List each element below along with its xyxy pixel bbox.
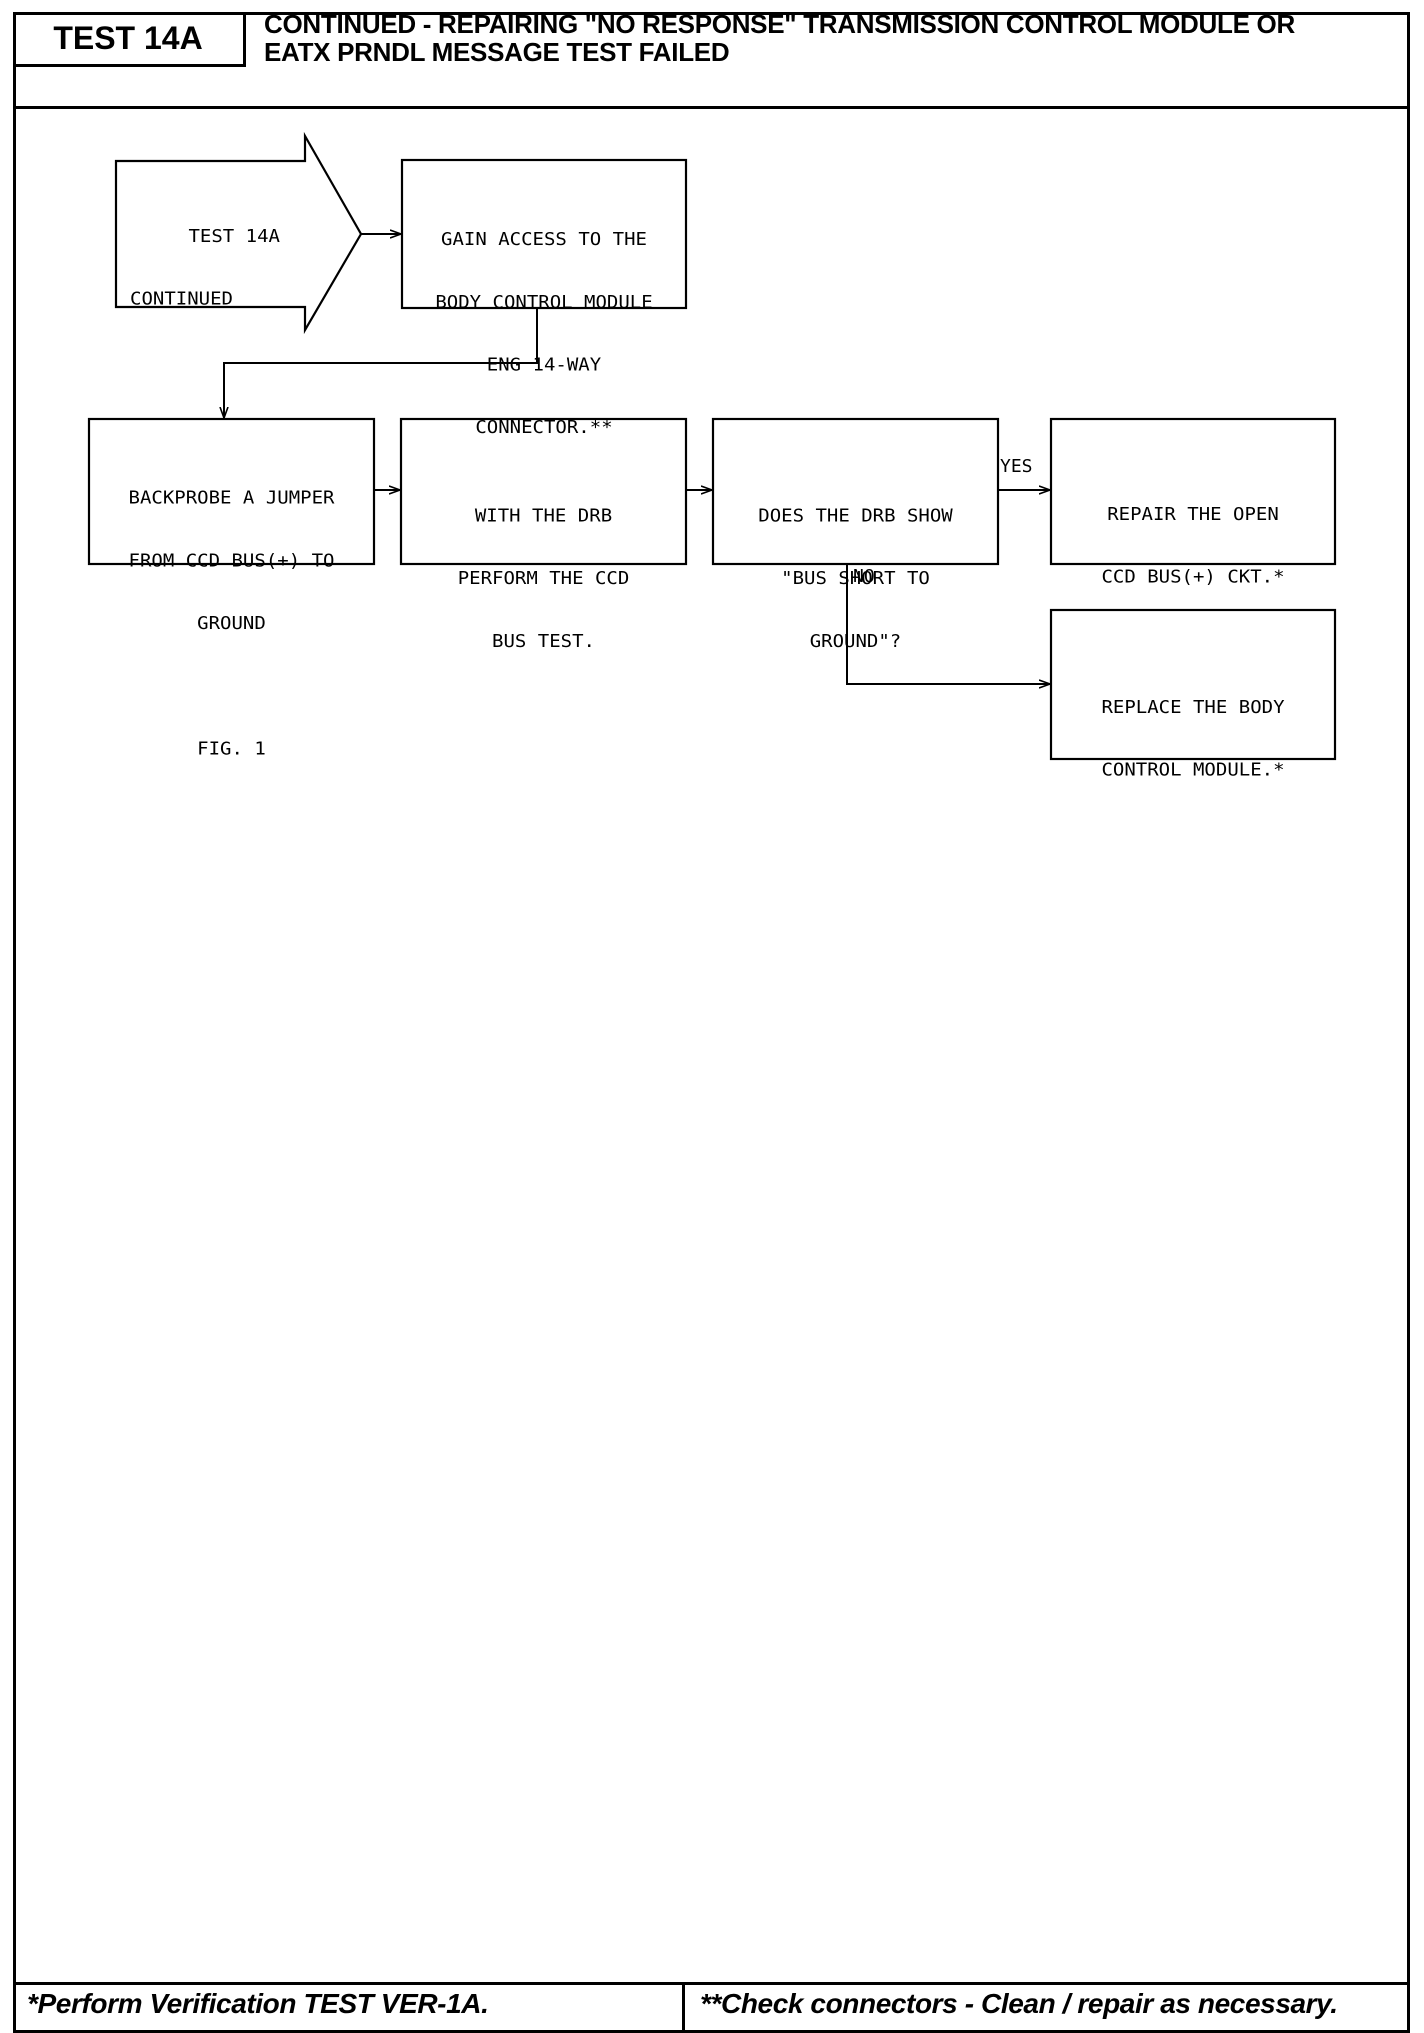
- node-drb-bus-test-line: WITH THE DRB: [474, 505, 613, 527]
- edge-yes-label: YES: [1000, 456, 1033, 477]
- node-decision-line: "BUS SHORT TO: [781, 568, 930, 589]
- node-replace-bcm-shape: [1049, 608, 1337, 761]
- node-decision-label: DOES THE DRB SHOW "BUS SHORT TO GROUND"?: [713, 464, 998, 673]
- node-repair-open-shape: [1049, 417, 1337, 566]
- node-start-line: CONTINUED: [130, 288, 233, 310]
- edge-gain-access-to-backprobe: [224, 308, 538, 418]
- node-drb-bus-test-line: BUS TEST.: [492, 630, 595, 652]
- node-gain-access-label: GAIN ACCESS TO THE BODY CONTROL MODULE E…: [402, 187, 686, 459]
- node-replace-bcm-line: REPLACE THE BODY: [1101, 696, 1285, 718]
- footnote-connectors: **Check connectors - Clean / repair as n…: [700, 1988, 1338, 2019]
- node-decision-shape: [711, 417, 1000, 566]
- edge-no-label: NO: [853, 566, 875, 587]
- node-repair-open-line: REPAIR THE OPEN: [1107, 503, 1279, 525]
- node-replace-bcm-line: CONTROL MODULE.*: [1101, 759, 1285, 781]
- node-backprobe-spacer: [89, 676, 374, 697]
- footer-divider: [682, 1982, 685, 2030]
- node-gain-access-line: ENG 14-WAY: [486, 354, 602, 376]
- header-row: [13, 12, 1410, 109]
- node-start-line: TEST 14A: [188, 225, 280, 247]
- node-gain-access-line: GAIN ACCESS TO THE: [441, 228, 647, 250]
- node-drb-bus-test-line: PERFORM THE CCD: [457, 568, 630, 589]
- node-drb-bus-test-shape: [399, 417, 688, 566]
- node-gain-access-line: CONNECTOR.**: [475, 417, 613, 438]
- node-start-shape: [114, 131, 363, 335]
- node-backprobe-line: FROM CCD BUS(+) TO: [128, 550, 335, 572]
- node-backprobe-label: BACKPROBE A JUMPER FROM CCD BUS(+) TO GR…: [89, 446, 374, 780]
- test-id-badge: TEST 14A: [13, 12, 246, 67]
- node-backprobe-line: FIG. 1: [197, 738, 266, 760]
- node-backprobe-line: GROUND: [197, 613, 266, 634]
- node-drb-bus-test-label: WITH THE DRB PERFORM THE CCD BUS TEST.: [401, 464, 686, 673]
- title-line-1: CONTINUED - REPAIRING "NO RESPONSE" TRAN…: [264, 9, 1295, 39]
- node-gain-access-line: BODY CONTROL MODULE: [435, 291, 653, 313]
- node-decision-line: DOES THE DRB SHOW: [758, 505, 953, 527]
- page-title: CONTINUED - REPAIRING "NO RESPONSE" TRAN…: [264, 10, 1399, 66]
- edge-decision-no: [846, 564, 1050, 684]
- node-decision-line: GROUND"?: [809, 630, 902, 652]
- node-replace-bcm-label: REPLACE THE BODY CONTROL MODULE.*: [1051, 655, 1335, 801]
- node-start-label: TEST 14A CONTINUED: [130, 184, 290, 330]
- title-line-2: EATX PRNDL MESSAGE TEST FAILED: [264, 37, 730, 67]
- node-backprobe-line: BACKPROBE A JUMPER: [128, 487, 335, 509]
- node-repair-open-label: REPAIR THE OPEN CCD BUS(+) CKT.*: [1051, 462, 1335, 608]
- node-repair-open-line: CCD BUS(+) CKT.*: [1101, 566, 1285, 588]
- footnote-verification: *Perform Verification TEST VER-1A.: [27, 1988, 489, 2019]
- node-backprobe-shape: [87, 417, 376, 566]
- node-gain-access-shape: [400, 158, 688, 310]
- footer-row: [13, 1982, 1410, 2030]
